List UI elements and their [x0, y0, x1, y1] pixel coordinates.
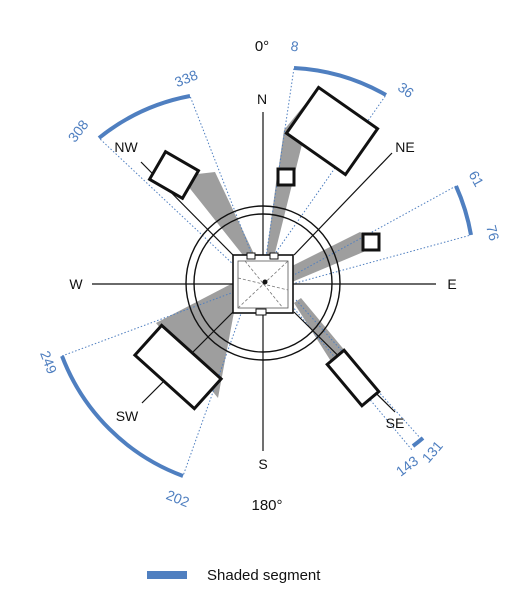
- segment-arc-308-338: [97, 94, 191, 140]
- angle-label-143: 143: [393, 452, 421, 479]
- angle-label-61: 61: [466, 168, 488, 190]
- obstruction-nw: [147, 149, 201, 201]
- label-zero-degrees: 0°: [255, 38, 269, 55]
- obstruction-se: [325, 348, 381, 408]
- shadow-sector-ne-small: [266, 168, 293, 259]
- axis-ne: [293, 152, 393, 256]
- label-n: N: [257, 91, 267, 107]
- building-notch-right: [269, 252, 279, 260]
- angle-label-249: 249: [37, 348, 60, 376]
- angle-label-308: 308: [65, 117, 92, 145]
- label-nw: NW: [114, 139, 138, 155]
- inner-ring: [193, 213, 333, 353]
- segment-arcs: [60, 66, 473, 478]
- sight-line-308: [98, 137, 235, 266]
- angle-label-338: 338: [172, 66, 200, 90]
- shadow-sector-sw: [156, 283, 237, 398]
- angle-label-76: 76: [483, 223, 502, 242]
- angle-label-36: 36: [395, 79, 417, 101]
- label-180-degrees: 180°: [251, 497, 282, 514]
- obstructions: [132, 85, 381, 411]
- segment-arc-202-249: [60, 355, 184, 478]
- sight-line-338: [189, 95, 253, 256]
- angle-label-8: 8: [290, 38, 300, 55]
- sight-line-76: [291, 234, 472, 285]
- label-sw: SW: [116, 408, 139, 424]
- segment-arc-131-143: [411, 436, 425, 448]
- label-e: E: [447, 276, 456, 292]
- building-diagonal-1: [237, 260, 289, 309]
- sight-line-8: [265, 67, 295, 258]
- legend: Shaded segment: [147, 567, 321, 584]
- label-se: SE: [386, 415, 405, 431]
- building-inner: [237, 260, 289, 309]
- segment-arc-8-36: [293, 66, 387, 97]
- legend-label: Shaded segment: [207, 567, 321, 584]
- outer-ring: [185, 205, 341, 361]
- angle-label-131: 131: [419, 437, 447, 465]
- obstruction-ne-large: [284, 85, 380, 177]
- center-point: [262, 279, 268, 285]
- shadow-sector-e: [288, 232, 380, 282]
- building-notch-left: [246, 252, 256, 260]
- obstruction-ne-small: [276, 167, 296, 187]
- shadow-sector-nw: [180, 172, 254, 259]
- building-notch-bottom: [255, 308, 267, 316]
- segment-arc-61-76: [454, 185, 473, 236]
- direction-labels: N NE E SE S SW W NW: [69, 91, 456, 472]
- central-building: [232, 252, 294, 316]
- label-ne: NE: [395, 139, 414, 155]
- legend-swatch: [147, 571, 187, 579]
- building-diagonal-3: [237, 277, 289, 291]
- obstruction-e-small: [361, 232, 381, 252]
- angle-label-202: 202: [164, 487, 192, 511]
- sight-line-249: [61, 291, 235, 357]
- obstruction-sw-large: [132, 323, 224, 411]
- label-w: W: [69, 276, 83, 292]
- label-s: S: [258, 456, 267, 472]
- center-rings: [185, 205, 341, 361]
